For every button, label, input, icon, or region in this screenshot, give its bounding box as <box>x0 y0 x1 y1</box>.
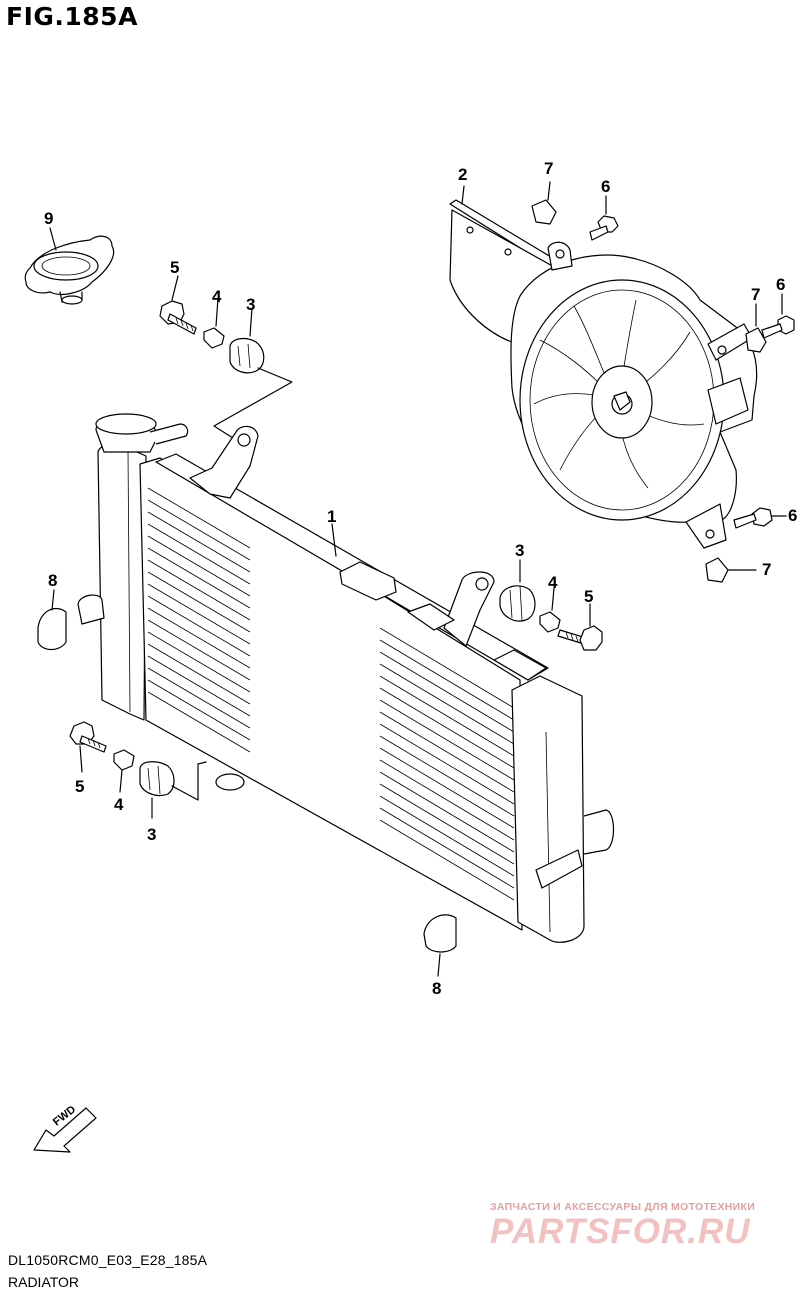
callout-4: 4 <box>548 573 558 592</box>
callout-6: 6 <box>601 177 611 196</box>
callout-3: 3 <box>246 295 256 314</box>
callout-5: 5 <box>75 777 85 796</box>
callout-7: 7 <box>762 560 772 579</box>
core-fins-left <box>147 487 251 753</box>
right-mounting-set <box>499 559 603 651</box>
watermark-tagline: ЗАПЧАСТИ И АКСЕССУАРЫ ДЛЯ МОТОТЕХНИКИ <box>490 1201 756 1213</box>
cushion-pads <box>37 589 457 977</box>
callout-1: 1 <box>327 507 337 526</box>
callout-8: 8 <box>48 571 58 590</box>
fwd-arrow-icon <box>33 1107 97 1153</box>
callout-9: 9 <box>44 209 54 228</box>
diagram-caption: RADIATOR <box>8 1274 80 1290</box>
callout-5: 5 <box>170 258 180 277</box>
figure-title: FIG.185A <box>6 2 138 31</box>
callout-5: 5 <box>584 587 594 606</box>
callout-4: 4 <box>212 287 222 306</box>
callout-3: 3 <box>515 541 525 560</box>
diagram-code: DL1050RCM0_E03_E28_185A <box>8 1252 208 1268</box>
callout-3: 3 <box>147 825 157 844</box>
callout-6: 6 <box>788 506 798 525</box>
lower-left-mounting-set <box>69 721 207 819</box>
radiator-cap-part <box>24 227 115 305</box>
watermark-logo: PARTSFOR.RU <box>490 1212 751 1251</box>
core-fins-right <box>379 627 515 901</box>
callout-7: 7 <box>751 285 761 304</box>
radiator-core-part <box>77 413 615 943</box>
callout-4: 4 <box>114 795 124 814</box>
upper-left-mounting-set <box>159 275 293 441</box>
callout-8: 8 <box>432 979 442 998</box>
fan-fasteners <box>531 181 795 583</box>
callout-7: 7 <box>544 159 554 178</box>
cooling-fan-assembly-part <box>449 185 758 549</box>
callout-2: 2 <box>458 165 468 184</box>
callout-6: 6 <box>776 275 786 294</box>
